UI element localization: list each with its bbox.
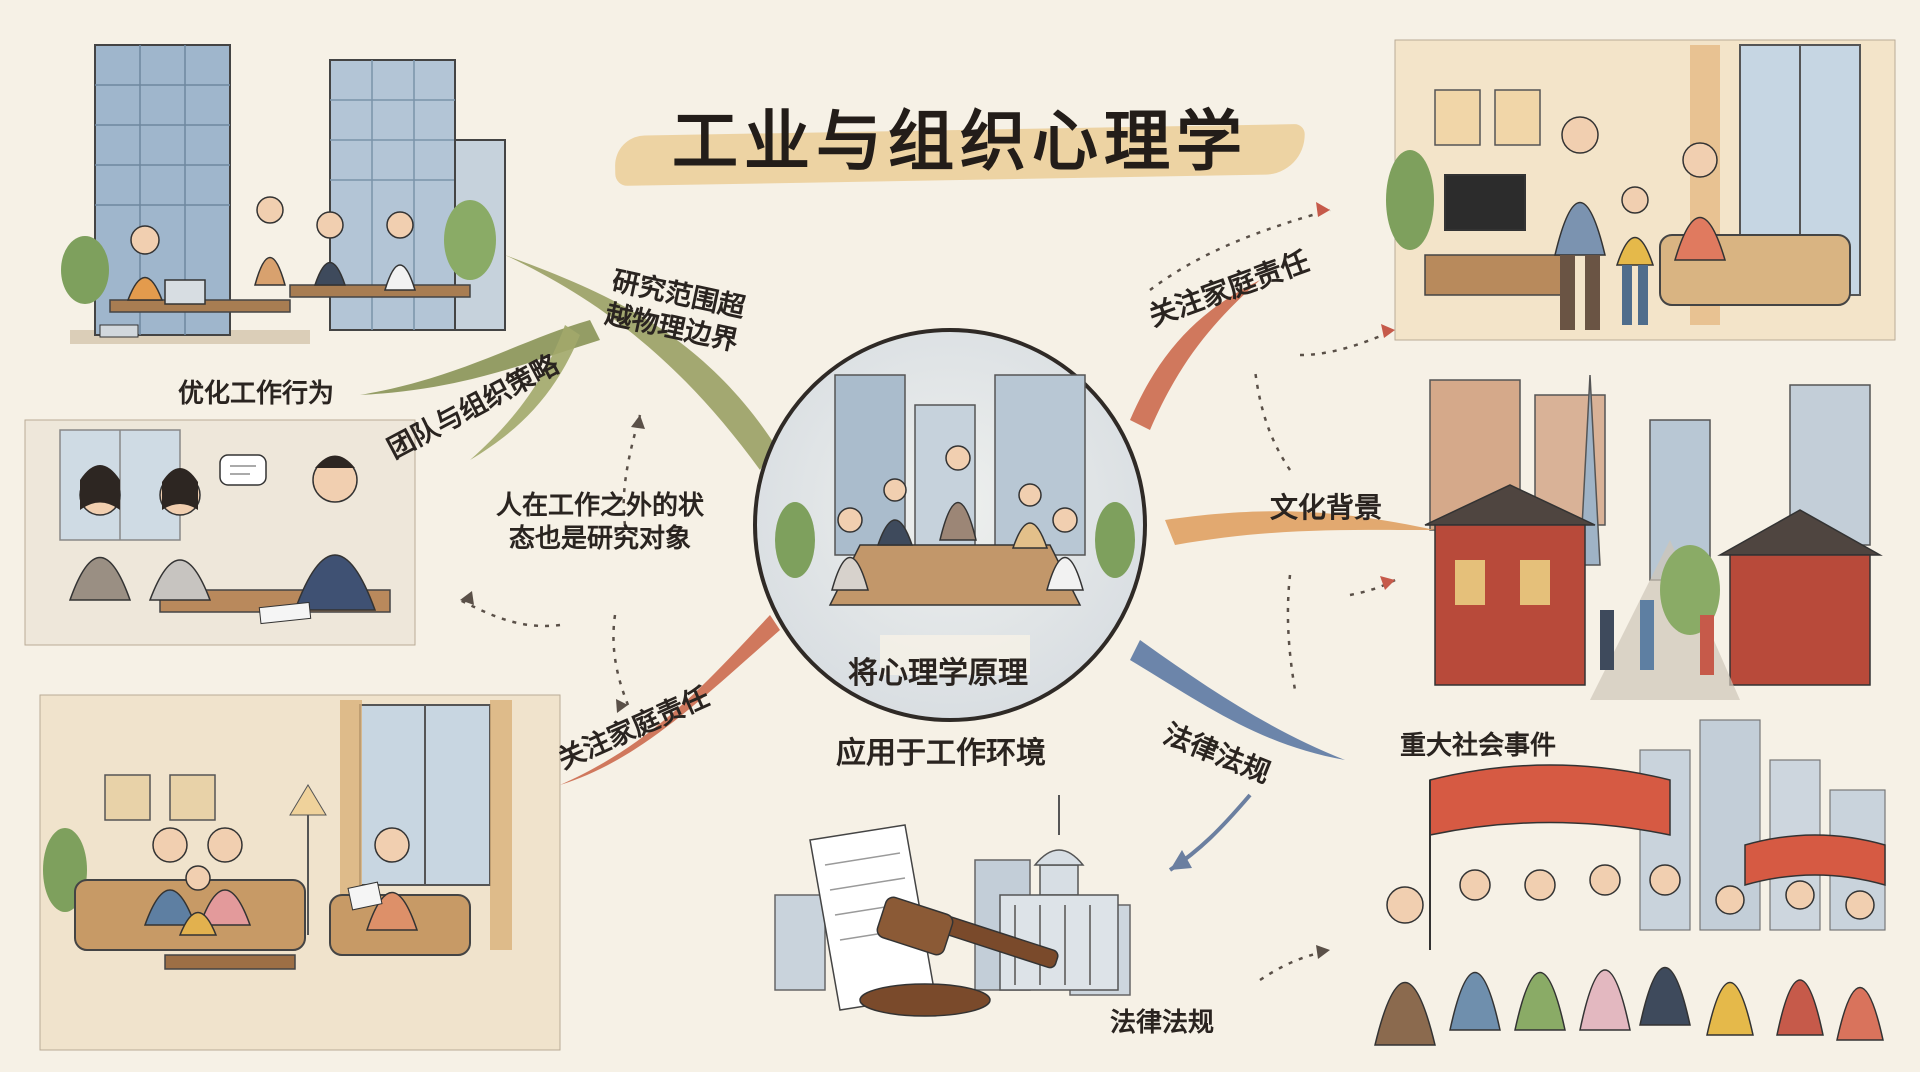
center-meeting-illustration — [753, 328, 1147, 722]
branch-olive-upper — [505, 255, 775, 470]
center-label-line1: 将心理学原理 — [848, 656, 1028, 691]
arrow-to-family-right-lower — [1299, 328, 1396, 357]
family-home-scene-right — [1386, 39, 1896, 341]
arrow-to-family-right-upper — [1149, 208, 1331, 292]
page-title: 工业与组织心理学 — [672, 103, 1248, 180]
label-outside-work: 人在工作之外的状态也是研究对象 — [495, 491, 704, 554]
office-scene-illustration — [61, 44, 506, 344]
branch-olive-left — [360, 320, 600, 395]
arrow-scope-down — [612, 614, 630, 706]
arrow-vertical-right-lower — [1286, 574, 1297, 691]
arrow-vertical-right — [1253, 369, 1292, 471]
arrow-to-city — [1349, 578, 1396, 597]
city-culture-scene — [1424, 374, 1883, 700]
branch-orange — [1165, 511, 1435, 545]
label-culture: 文化背景 — [1270, 491, 1383, 524]
center-label-line2: 应用于工作环境 — [836, 736, 1046, 771]
arrow-to-meeting — [459, 598, 561, 628]
law-scene-illustration — [774, 795, 1131, 1017]
branch-olive-lower — [470, 325, 580, 460]
social-event-crowd-scene — [1374, 719, 1886, 1046]
branch-red-right — [1130, 280, 1260, 430]
meeting-scene-illustration — [24, 419, 416, 646]
branch-blue — [1130, 640, 1345, 760]
family-home-scene-left — [39, 694, 561, 1051]
label-optimize-behavior: 优化工作行为 — [178, 379, 335, 409]
branch-red-left — [560, 615, 780, 785]
label-law-bottom: 法律法规 — [1110, 1008, 1215, 1038]
label-social-events: 重大社会事件 — [1400, 731, 1557, 761]
